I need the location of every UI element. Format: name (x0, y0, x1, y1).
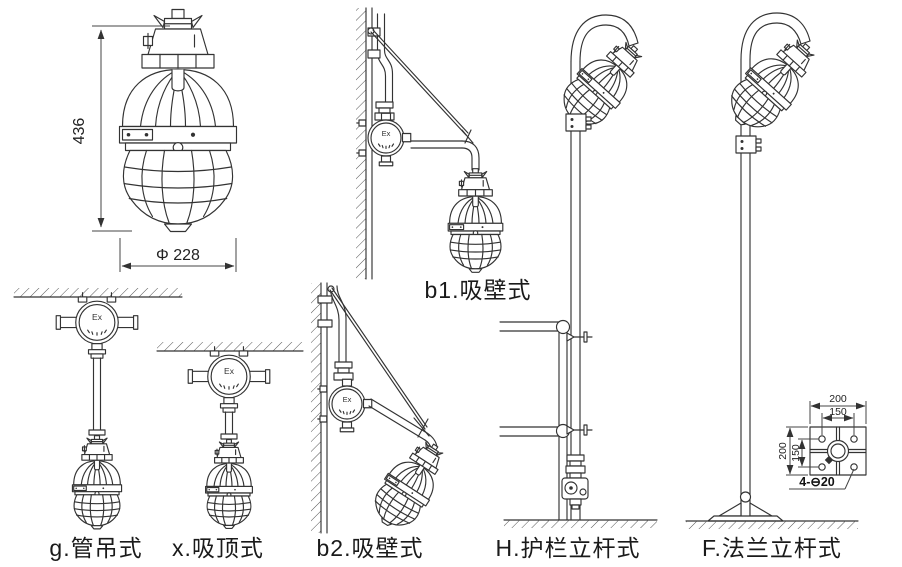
figure-b2-wall-mount (311, 283, 457, 538)
flange-holes-callout: 4-⊖20 (789, 469, 854, 489)
figure-detail-lamp: 436 Φ 228 (71, 8, 238, 273)
figure-label-b1: b1.吸壁式 (425, 277, 532, 303)
figure-H-guardrail-pole (500, 15, 657, 528)
flange-height-text: 200 (777, 442, 789, 460)
figure-g-pipe-pendant (14, 288, 182, 530)
flange-width-text: 200 (829, 393, 847, 405)
flange-plate-detail: 200 150 200 150 4-⊖20 (777, 393, 866, 489)
flange-dimension-top-outer: 200 (810, 393, 866, 424)
flange-dimension-left-holes: 150 (790, 439, 819, 467)
figure-label-b2: b2.吸壁式 (317, 535, 424, 561)
flange-hole-pitch-text: 150 (829, 406, 847, 418)
figure-x-ceiling-mount (157, 342, 303, 529)
flange-dimension-left-outer: 200 (777, 427, 808, 475)
figure-label-g: g.管吊式 (49, 535, 142, 561)
figure-b1-wall-mount (356, 8, 504, 279)
dimension-diameter: Φ 228 (120, 238, 236, 272)
figure-label-F: F.法兰立杆式 (702, 535, 842, 561)
figure-label-x: x.吸顶式 (172, 535, 264, 561)
flange-hole-pitch-v-text: 150 (790, 444, 802, 462)
figure-label-H: H.护栏立杆式 (496, 535, 641, 561)
flange-dimension-top-holes: 150 (822, 406, 854, 435)
dimension-height: 436 (71, 26, 170, 231)
height-dimension-text: 436 (71, 118, 88, 145)
diameter-dimension-text: Φ 228 (156, 247, 200, 264)
figure-F-flange-pole (686, 13, 858, 529)
flange-holes-label: 4-⊖20 (799, 475, 835, 489)
